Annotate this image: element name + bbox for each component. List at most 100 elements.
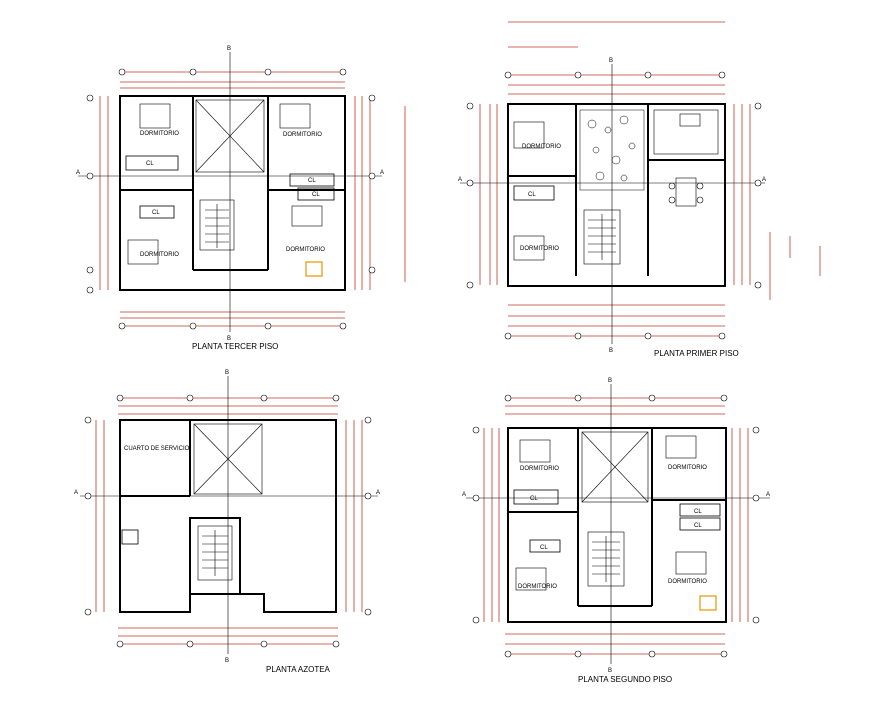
axis-label-b: B bbox=[609, 58, 613, 64]
closet bbox=[139, 205, 175, 219]
axis-bubble bbox=[264, 322, 272, 330]
accent-fixture bbox=[699, 595, 717, 611]
plan-title: PLANTA AZOTEA bbox=[266, 665, 331, 674]
beds bbox=[513, 121, 545, 261]
walls bbox=[507, 427, 727, 623]
axis-lines bbox=[466, 384, 770, 664]
plan-azotea: B B A A CUARTO DE SERVICIO PLANTA AZOTEA bbox=[74, 370, 380, 674]
room-label: CUARTO DE SERVICIO bbox=[124, 446, 190, 452]
dimension-lines bbox=[479, 21, 751, 337]
section-detail bbox=[769, 232, 821, 300]
plan-segundo-piso: B B A A CL CL CL CL bbox=[462, 378, 770, 684]
plan-primer-piso: B B A A bbox=[458, 21, 821, 358]
light-well bbox=[195, 99, 265, 173]
axis-bubble bbox=[754, 102, 762, 110]
axis-bubble bbox=[720, 394, 728, 402]
closet-label: CL bbox=[308, 178, 316, 184]
closet bbox=[529, 539, 561, 553]
axis-lines bbox=[78, 52, 382, 332]
axis-bubble bbox=[86, 172, 94, 180]
axis-label-b: B bbox=[608, 668, 612, 674]
room-label: DORMITORIO bbox=[286, 247, 325, 253]
axis-label-a: A bbox=[458, 177, 462, 183]
dining-table bbox=[668, 177, 704, 207]
axis-lines bbox=[460, 64, 765, 344]
axis-bubble bbox=[260, 640, 268, 648]
light-well bbox=[581, 431, 649, 503]
axis-bubble bbox=[752, 494, 760, 502]
plan-title: PLANTA SEGUNDO PISO bbox=[578, 675, 672, 684]
axis-label-b: B bbox=[227, 336, 231, 342]
axis-bubble bbox=[118, 68, 126, 76]
axis-bubble bbox=[504, 71, 512, 79]
axis-bubble bbox=[86, 286, 94, 294]
axis-bubble bbox=[574, 71, 582, 79]
axis-bubble bbox=[472, 494, 480, 502]
closet bbox=[125, 155, 179, 171]
closet bbox=[513, 489, 559, 505]
axis-bubble bbox=[339, 322, 347, 330]
axis-bubble bbox=[752, 616, 760, 624]
dimension-lines bbox=[483, 397, 749, 655]
axis-bubble bbox=[364, 608, 372, 616]
axis-bubble bbox=[472, 616, 480, 624]
axis-bubble bbox=[116, 640, 124, 648]
axis-bubble bbox=[116, 394, 124, 402]
axis-bubble bbox=[504, 332, 512, 340]
staircase bbox=[199, 199, 235, 251]
axis-label-a: A bbox=[766, 492, 770, 498]
axis-label-b: B bbox=[609, 348, 613, 354]
kitchen-counter bbox=[653, 109, 719, 155]
plan-title: PLANTA TERCER PISO bbox=[192, 342, 278, 351]
room-label: DORMITORIO bbox=[140, 252, 179, 258]
axis-bubble bbox=[368, 94, 376, 102]
axis-label-b: B bbox=[225, 370, 229, 376]
room-label: DORMITORIO bbox=[522, 144, 561, 150]
axis-bubble bbox=[648, 650, 656, 658]
axis-bubble bbox=[466, 179, 474, 187]
axis-bubble bbox=[574, 650, 582, 658]
plan-title: PLANTA PRIMER PISO bbox=[654, 349, 739, 358]
axis-bubble bbox=[754, 281, 762, 289]
closet-label: CL bbox=[694, 509, 702, 515]
closet bbox=[297, 187, 335, 201]
beds bbox=[515, 435, 707, 591]
axis-bubble bbox=[189, 322, 197, 330]
axis-bubble bbox=[574, 394, 582, 402]
axis-bubble bbox=[118, 322, 126, 330]
axis-label-b: B bbox=[225, 658, 229, 664]
room-label: DORMITORIO bbox=[520, 466, 559, 472]
closet bbox=[679, 503, 721, 517]
closet-label: CL bbox=[530, 496, 538, 502]
beds bbox=[127, 103, 323, 265]
walls bbox=[119, 419, 337, 613]
walls bbox=[507, 103, 726, 287]
axis-bubble bbox=[189, 68, 197, 76]
axis-bubble bbox=[368, 172, 376, 180]
light-well bbox=[193, 423, 263, 495]
axis-bubble bbox=[752, 426, 760, 434]
garden-area bbox=[579, 109, 645, 191]
closet bbox=[289, 173, 335, 187]
axis-bubble bbox=[644, 71, 652, 79]
closet-label: CL bbox=[146, 161, 154, 167]
axis-bubble bbox=[86, 266, 94, 274]
axis-label-a: A bbox=[74, 490, 78, 496]
room-label: DORMITORIO bbox=[520, 246, 559, 252]
axis-bubble bbox=[84, 492, 92, 500]
closet bbox=[679, 517, 721, 531]
room-label: DORMITORIO bbox=[518, 584, 557, 590]
axis-bubble bbox=[84, 608, 92, 616]
staircase bbox=[197, 525, 233, 581]
axis-bubble bbox=[504, 650, 512, 658]
axis-bubble bbox=[504, 394, 512, 402]
axis-bubble bbox=[648, 394, 656, 402]
water-tank bbox=[121, 529, 139, 545]
axis-bubble bbox=[718, 71, 726, 79]
accent-fixture bbox=[305, 261, 323, 277]
room-label: DORMITORIO bbox=[668, 579, 707, 585]
axis-bubble bbox=[574, 332, 582, 340]
axis-bubble bbox=[754, 179, 762, 187]
axis-bubble bbox=[472, 426, 480, 434]
